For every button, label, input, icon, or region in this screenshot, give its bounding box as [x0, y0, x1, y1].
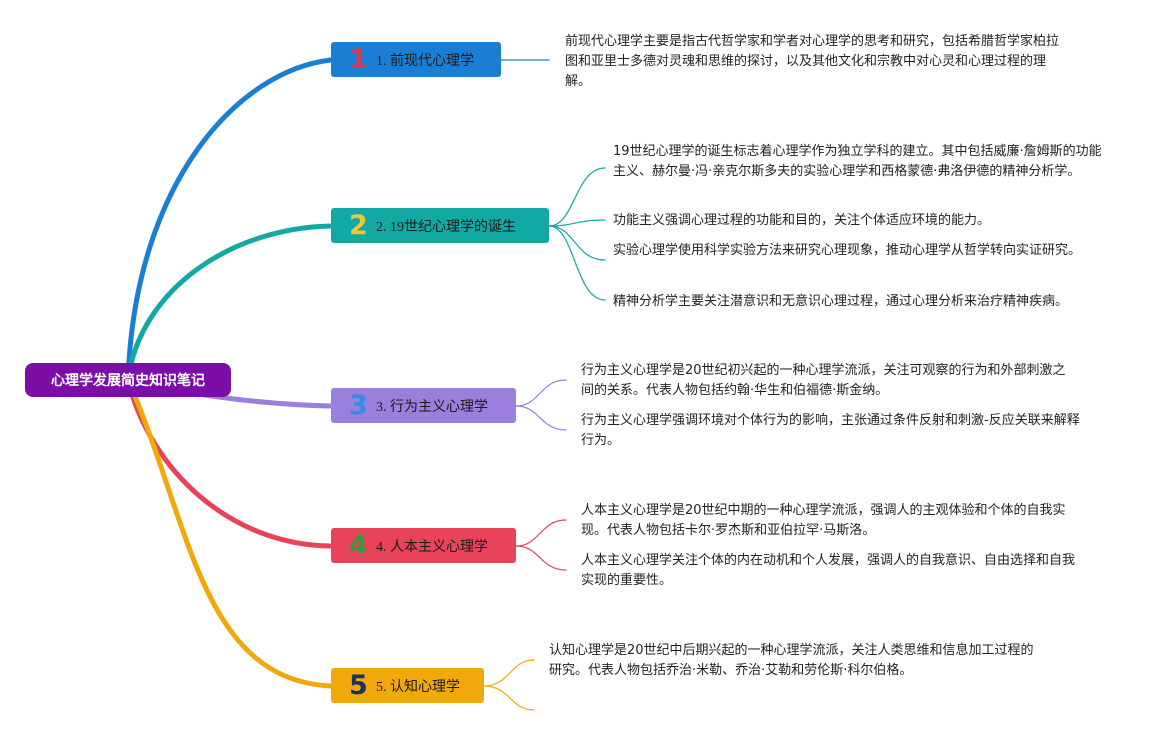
- note-connector-4-2: [515, 545, 567, 571]
- note-4-2[interactable]: 人本主义心理学关注个体的内在动机和个人发展，强调人的自我意识、自由选择和自我实现…: [581, 553, 1076, 588]
- note-connector-2-3: [548, 225, 606, 261]
- branch-topic-1[interactable]: 1 1. 前现代心理学: [331, 42, 501, 77]
- note-connector-3-1: [515, 379, 567, 407]
- note-2-1[interactable]: 19世纪心理学的诞生标志着心理学作为独立学科的建立。其中包括威廉·詹姆斯的功能主…: [613, 144, 1102, 179]
- branch-label-1: 1. 前现代心理学: [376, 53, 474, 69]
- branch-label-2: 2. 19世纪心理学的诞生: [376, 219, 516, 235]
- note-connector-2-4: [548, 225, 606, 301]
- note-4-1[interactable]: 人本主义心理学是20世纪中期的一种心理学流派，强调人的主观体验和个体的自我实现。…: [581, 503, 1066, 538]
- note-connector-2-2: [548, 219, 606, 227]
- note-1-1[interactable]: 前现代心理学主要是指古代哲学家和学者对心理学的思考和研究，包括希腊哲学家柏拉图和…: [565, 34, 1060, 89]
- branch-number-5: 5: [349, 670, 368, 701]
- note-connector-5-2: [483, 685, 535, 711]
- note-2-4[interactable]: 精神分析学主要关注潜意识和无意识心理过程，通过心理分析来治疗精神疾病。: [613, 294, 1069, 309]
- trunk-connector-1: [125, 57, 334, 383]
- branch-label-5: 5. 认知心理学: [376, 679, 460, 695]
- branch-topic-2[interactable]: 2 2. 19世纪心理学的诞生: [331, 208, 549, 243]
- branch-label-3: 3. 行为主义心理学: [376, 399, 488, 415]
- branch-number-3: 3: [349, 390, 368, 421]
- note-3-1[interactable]: 行为主义心理学是20世纪初兴起的一种心理学流派，关注可观察的行为和外部刺激之间的…: [581, 363, 1066, 398]
- branch-number-1: 1: [349, 44, 368, 75]
- note-3-2[interactable]: 行为主义心理学强调环境对个体行为的影响，主张通过条件反射和刺激-反应关联来解释行…: [581, 413, 1080, 448]
- root-topic[interactable]: 心理学发展简史知识笔记: [25, 363, 231, 397]
- trunk-connector-5: [125, 377, 334, 689]
- branch-number-2: 2: [349, 210, 368, 241]
- branch-topic-4[interactable]: 4 4. 人本主义心理学: [331, 528, 516, 563]
- branch-topic-3[interactable]: 3 3. 行为主义心理学: [331, 388, 516, 423]
- branch-number-4: 4: [349, 530, 368, 561]
- note-2-3[interactable]: 实验心理学使用科学实验方法来研究心理现象，推动心理学从哲学转向实证研究。: [613, 243, 1082, 258]
- note-connector-5-1: [483, 659, 535, 687]
- note-5-1[interactable]: 认知心理学是20世纪中后期兴起的一种心理学流派，关注人类思维和信息加工过程的研究…: [549, 643, 1034, 678]
- note-2-2[interactable]: 功能主义强调心理过程的功能和目的，关注个体适应环境的能力。: [613, 213, 991, 228]
- note-connector-3-2: [515, 405, 567, 431]
- branch-topic-5[interactable]: 5 5. 认知心理学: [331, 668, 484, 703]
- note-connector-2-1: [548, 167, 606, 227]
- note-connector-4-1: [515, 519, 567, 547]
- trunk-connector-2: [125, 223, 334, 383]
- branch-label-4: 4. 人本主义心理学: [376, 539, 488, 555]
